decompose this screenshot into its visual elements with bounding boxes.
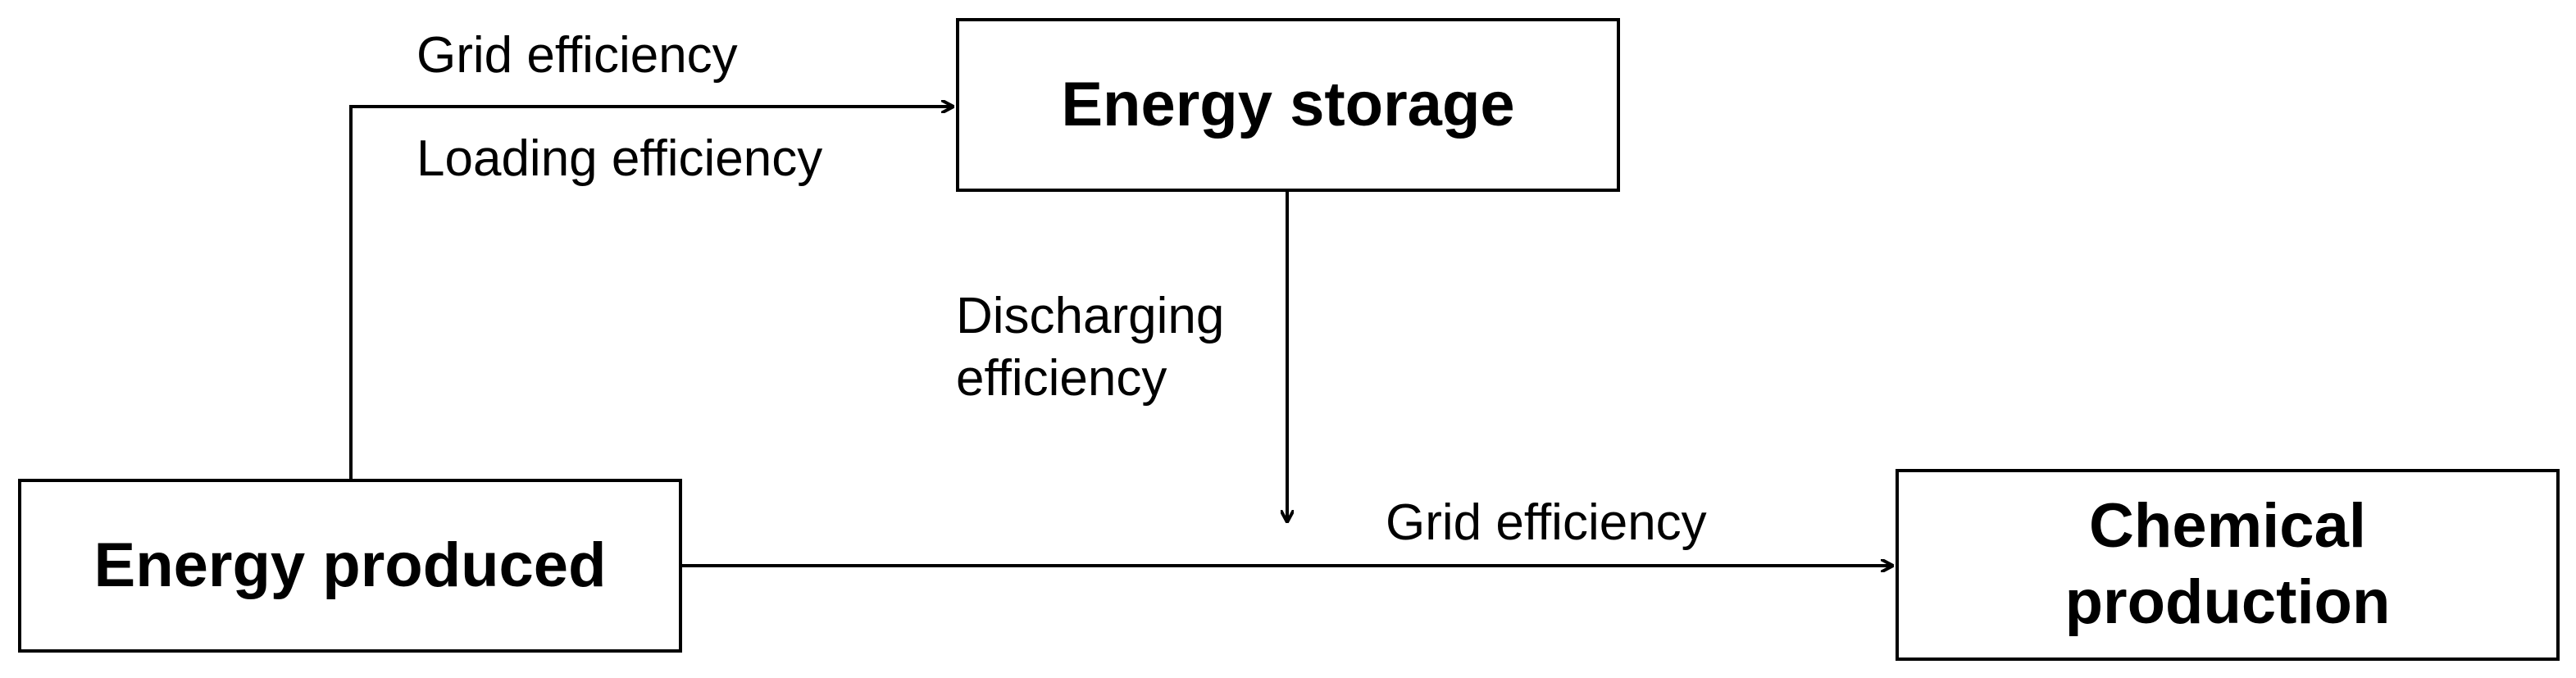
energy-produced-box: Energy produced <box>18 479 682 653</box>
loading-efficiency-label: Loading efficiency <box>416 130 823 187</box>
chemical-production-box: Chemical production <box>1896 469 2560 661</box>
discharging-efficiency-label: Discharging efficiency <box>956 288 1225 407</box>
grid-efficiency-label-bottom: Grid efficiency <box>1386 494 1707 551</box>
arrow-produced-to-storage <box>349 107 953 480</box>
energy-storage-box: Energy storage <box>956 18 1620 192</box>
grid-efficiency-label-top: Grid efficiency <box>416 27 738 84</box>
